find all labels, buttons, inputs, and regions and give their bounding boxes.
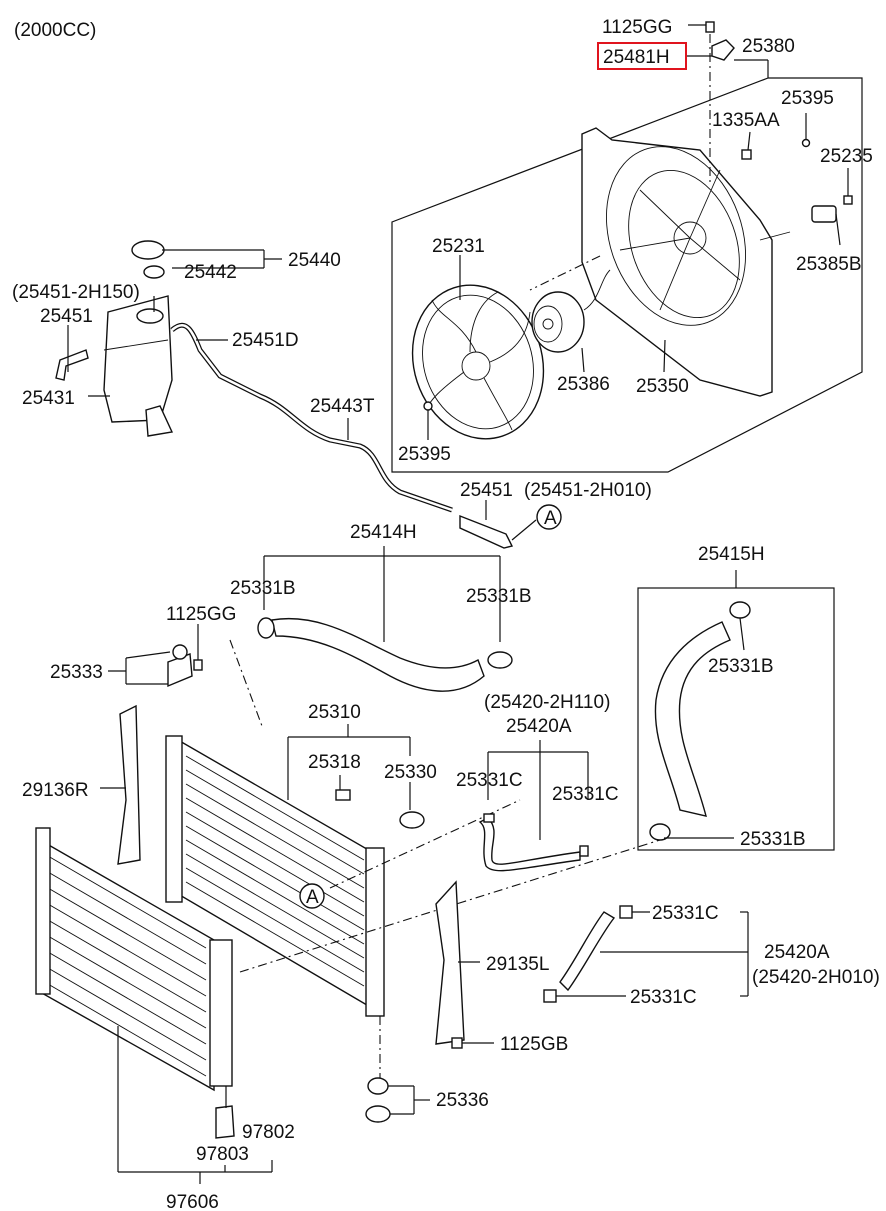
callout-25318: 25318: [308, 752, 361, 773]
callout-25331c-upper-left: 25331C: [456, 770, 523, 791]
callout-25442: 25442: [184, 262, 237, 283]
callout-25331c-upper-right: 25331C: [552, 784, 619, 805]
bolt-1125gg: [705, 21, 715, 33]
callout-25443t: 25443T: [310, 396, 375, 417]
callout-25451-mid-alt: (25451-2H010): [524, 480, 652, 501]
heater-hose-25420a-lower: [559, 911, 616, 992]
callout-25350: 25350: [636, 376, 689, 397]
mount-25336-upper: [367, 1077, 389, 1095]
callout-1125gg-mid: 1125GG: [166, 604, 236, 625]
engine-variant-label: (2000CC): [14, 20, 96, 41]
callout-97803: 97803: [196, 1144, 249, 1165]
reference-marker-a-top: [536, 504, 562, 530]
callout-25481h: 25481H: [603, 47, 670, 68]
reference-marker-a-bottom: [299, 883, 325, 909]
nut-25395: [801, 138, 811, 148]
hose-25451-lower: [459, 514, 514, 549]
callout-25331b-box-bottom: 25331B: [740, 829, 806, 850]
clamp-25331b-right: [487, 651, 513, 669]
callout-25380: 25380: [742, 36, 795, 57]
fan-group-outline: [391, 60, 863, 473]
radiator-cap-25330: [399, 811, 425, 829]
mount-25336-lower: [365, 1105, 391, 1123]
fan-shroud: [581, 127, 791, 397]
callout-25336: 25336: [436, 1090, 489, 1111]
callout-25235: 25235: [820, 146, 873, 167]
callout-25333: 25333: [50, 662, 103, 683]
clip-1335aa: [741, 149, 752, 160]
callout-25451-alt: (25451-2H150): [12, 282, 140, 303]
callout-25414h: 25414H: [350, 522, 417, 543]
callout-25310: 25310: [308, 702, 361, 723]
receiver-drier: [215, 1105, 235, 1139]
callout-25451d: 25451D: [232, 330, 299, 351]
callout-1125gg-top: 1125GG: [602, 17, 672, 38]
callout-25440: 25440: [288, 250, 341, 271]
reference-marker-a-top-label: A: [544, 508, 557, 529]
callout-25420-alt-top: (25420-2H110): [484, 692, 610, 713]
heater-hose-25420a: [478, 817, 581, 872]
screw-25235: [843, 195, 853, 205]
callout-25420a-bottom: 25420A: [764, 942, 830, 963]
fan-motor: [531, 269, 611, 353]
reference-marker-a-bottom-label: A: [306, 887, 319, 908]
callout-25451-mid: 25451: [460, 480, 513, 501]
callout-25385b: 25385B: [796, 254, 862, 275]
callout-25231: 25231: [432, 236, 485, 257]
radiator: [165, 735, 385, 1017]
callout-25420a-top: 25420A: [506, 716, 572, 737]
callout-25431: 25431: [22, 388, 75, 409]
upper-radiator-hose: [271, 618, 485, 692]
air-guard-29135l: [435, 880, 465, 1045]
air-guard-29136r: [117, 704, 141, 865]
callout-97606: 97606: [166, 1192, 219, 1211]
callout-25331b-left: 25331B: [230, 578, 296, 599]
screw-25395: [423, 401, 433, 411]
fan-resistor: [811, 205, 837, 223]
overflow-hose: [55, 349, 89, 381]
overflow-tube: [170, 322, 453, 513]
callout-29135l: 29135L: [486, 954, 549, 975]
callout-25330: 25330: [384, 762, 437, 783]
callout-25331c-lower-top: 25331C: [652, 903, 719, 924]
callout-25331b-right: 25331B: [466, 586, 532, 607]
callout-1125gb: 1125GB: [500, 1034, 568, 1055]
reservoir-cap: [131, 240, 165, 260]
condenser: [35, 827, 233, 1092]
bracket-25481h: [711, 39, 735, 61]
callout-25395-bottom: 25395: [398, 444, 451, 465]
plug-25318: [335, 789, 351, 801]
callout-29136r: 29136R: [22, 780, 89, 801]
callout-25420-alt-bottom: (25420-2H010): [752, 967, 880, 988]
callout-25331b-box-top: 25331B: [708, 656, 774, 677]
callout-25386: 25386: [557, 374, 610, 395]
callout-97802: 97802: [242, 1122, 295, 1143]
coolant-reservoir: [103, 295, 174, 437]
bolt-1125gb: [451, 1037, 463, 1049]
cap-seal: [143, 265, 165, 279]
callout-25451-top: 25451: [40, 306, 93, 327]
lower-hose-25415h: [654, 621, 731, 817]
callout-25395-top: 25395: [781, 88, 834, 109]
callout-25415h: 25415H: [698, 544, 765, 565]
callout-1335aa: 1335AA: [712, 110, 780, 131]
clamp-25331b-left: [257, 617, 275, 639]
highlight-box-25481h: [597, 42, 687, 70]
cooling-fan: [411, 284, 545, 440]
callout-25331c-lower-bottom: 25331C: [630, 987, 697, 1008]
